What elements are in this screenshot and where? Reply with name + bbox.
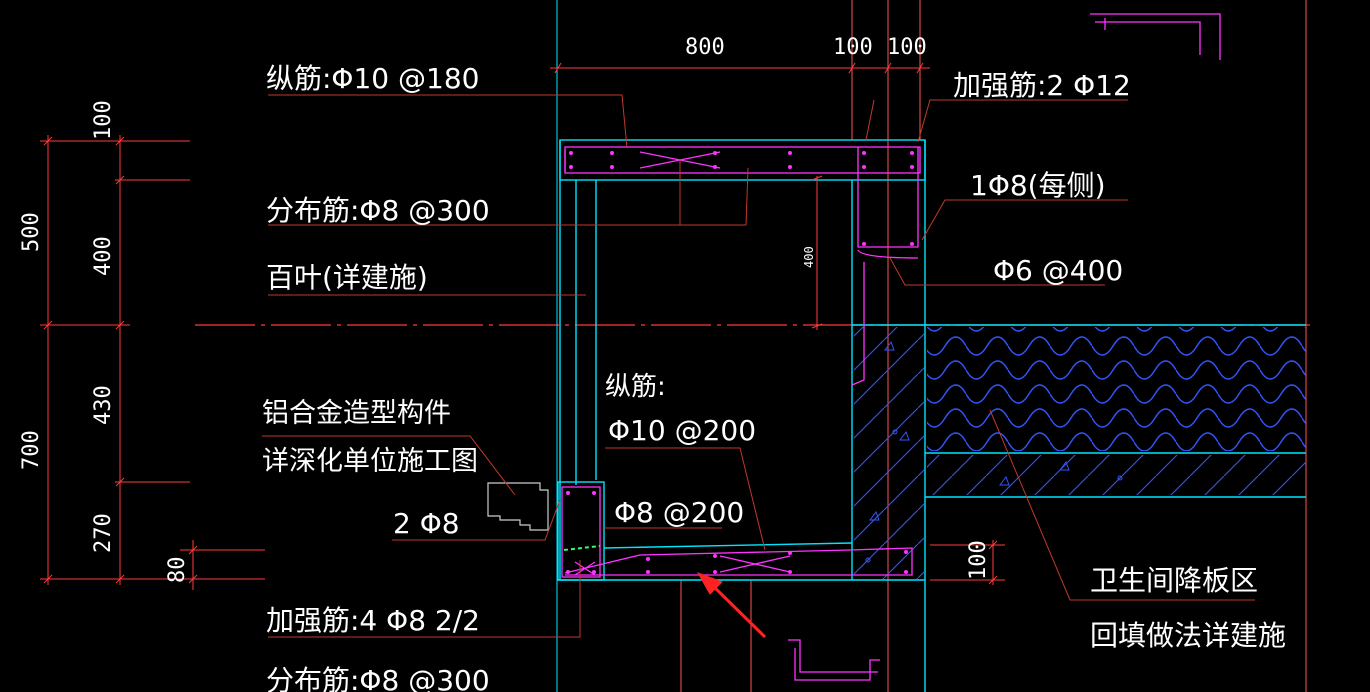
dim-top-100a: 100 [833, 35, 873, 60]
label-2phi8: 2 Φ8 [393, 507, 460, 540]
label-bathroom-1: 卫生间降板区 [1090, 564, 1258, 597]
backfill-hatch [927, 327, 1306, 451]
wall-hatch [854, 327, 924, 579]
inner-dimension [811, 175, 823, 330]
dim-top-800: 800 [685, 35, 725, 60]
dim-left-270: 270 [91, 513, 116, 553]
label-reinf-bottom: 加强筋:4 Φ8 2/2 [266, 604, 480, 637]
dim-left-100: 100 [91, 100, 116, 140]
rebar-dots [566, 151, 914, 574]
detail-symbol-top [1090, 13, 1221, 60]
top-dimension [550, 62, 930, 74]
leader-lines [262, 94, 1255, 638]
label-phi6-400: Φ6 @400 [993, 254, 1123, 287]
dim-right-100: 100 [966, 540, 991, 580]
label-long-rebar-mid-1: 纵筋: [605, 372, 666, 402]
slab-hatch [927, 455, 1306, 495]
dim-left-80: 80 [165, 557, 190, 584]
rebar-cage [561, 146, 921, 578]
label-reinf-top-right: 加强筋:2 Φ12 [953, 69, 1131, 102]
left-dimensions [40, 135, 265, 590]
concrete-outline [557, 139, 1306, 692]
label-long-rebar-top: 纵筋:Φ10 @180 [266, 62, 479, 95]
highlight-arrow [696, 572, 767, 639]
label-dist-rebar-top: 分布筋:Φ8 @300 [266, 194, 490, 227]
detail-symbol-bottom [788, 639, 880, 681]
hatch-marks [865, 340, 1123, 563]
label-bathroom-2: 回填做法详建施 [1090, 619, 1286, 652]
aluminum-profile [487, 482, 549, 531]
dim-left-700: 700 [19, 430, 44, 470]
label-louver: 百叶(详建施) [266, 261, 428, 294]
label-aluminum-1: 铝合金造型构件 [262, 398, 451, 429]
dim-left-500: 500 [19, 212, 44, 252]
label-phi8-200: Φ8 @200 [614, 496, 744, 529]
label-phi8-each: 1Φ8(每侧) [970, 169, 1106, 202]
cover-marker [563, 545, 601, 551]
dim-inner-400: 400 [802, 246, 816, 268]
label-long-rebar-mid-2: Φ10 @200 [608, 414, 756, 447]
dim-left-400: 400 [91, 236, 116, 276]
dim-left-430: 430 [91, 385, 116, 425]
label-dist-rebar-bottom: 分布筋:Φ8 @300 [266, 664, 490, 692]
dim-top-100b: 100 [887, 35, 927, 60]
label-aluminum-2: 详深化单位施工图 [262, 446, 478, 477]
right-dimension [930, 540, 1005, 585]
